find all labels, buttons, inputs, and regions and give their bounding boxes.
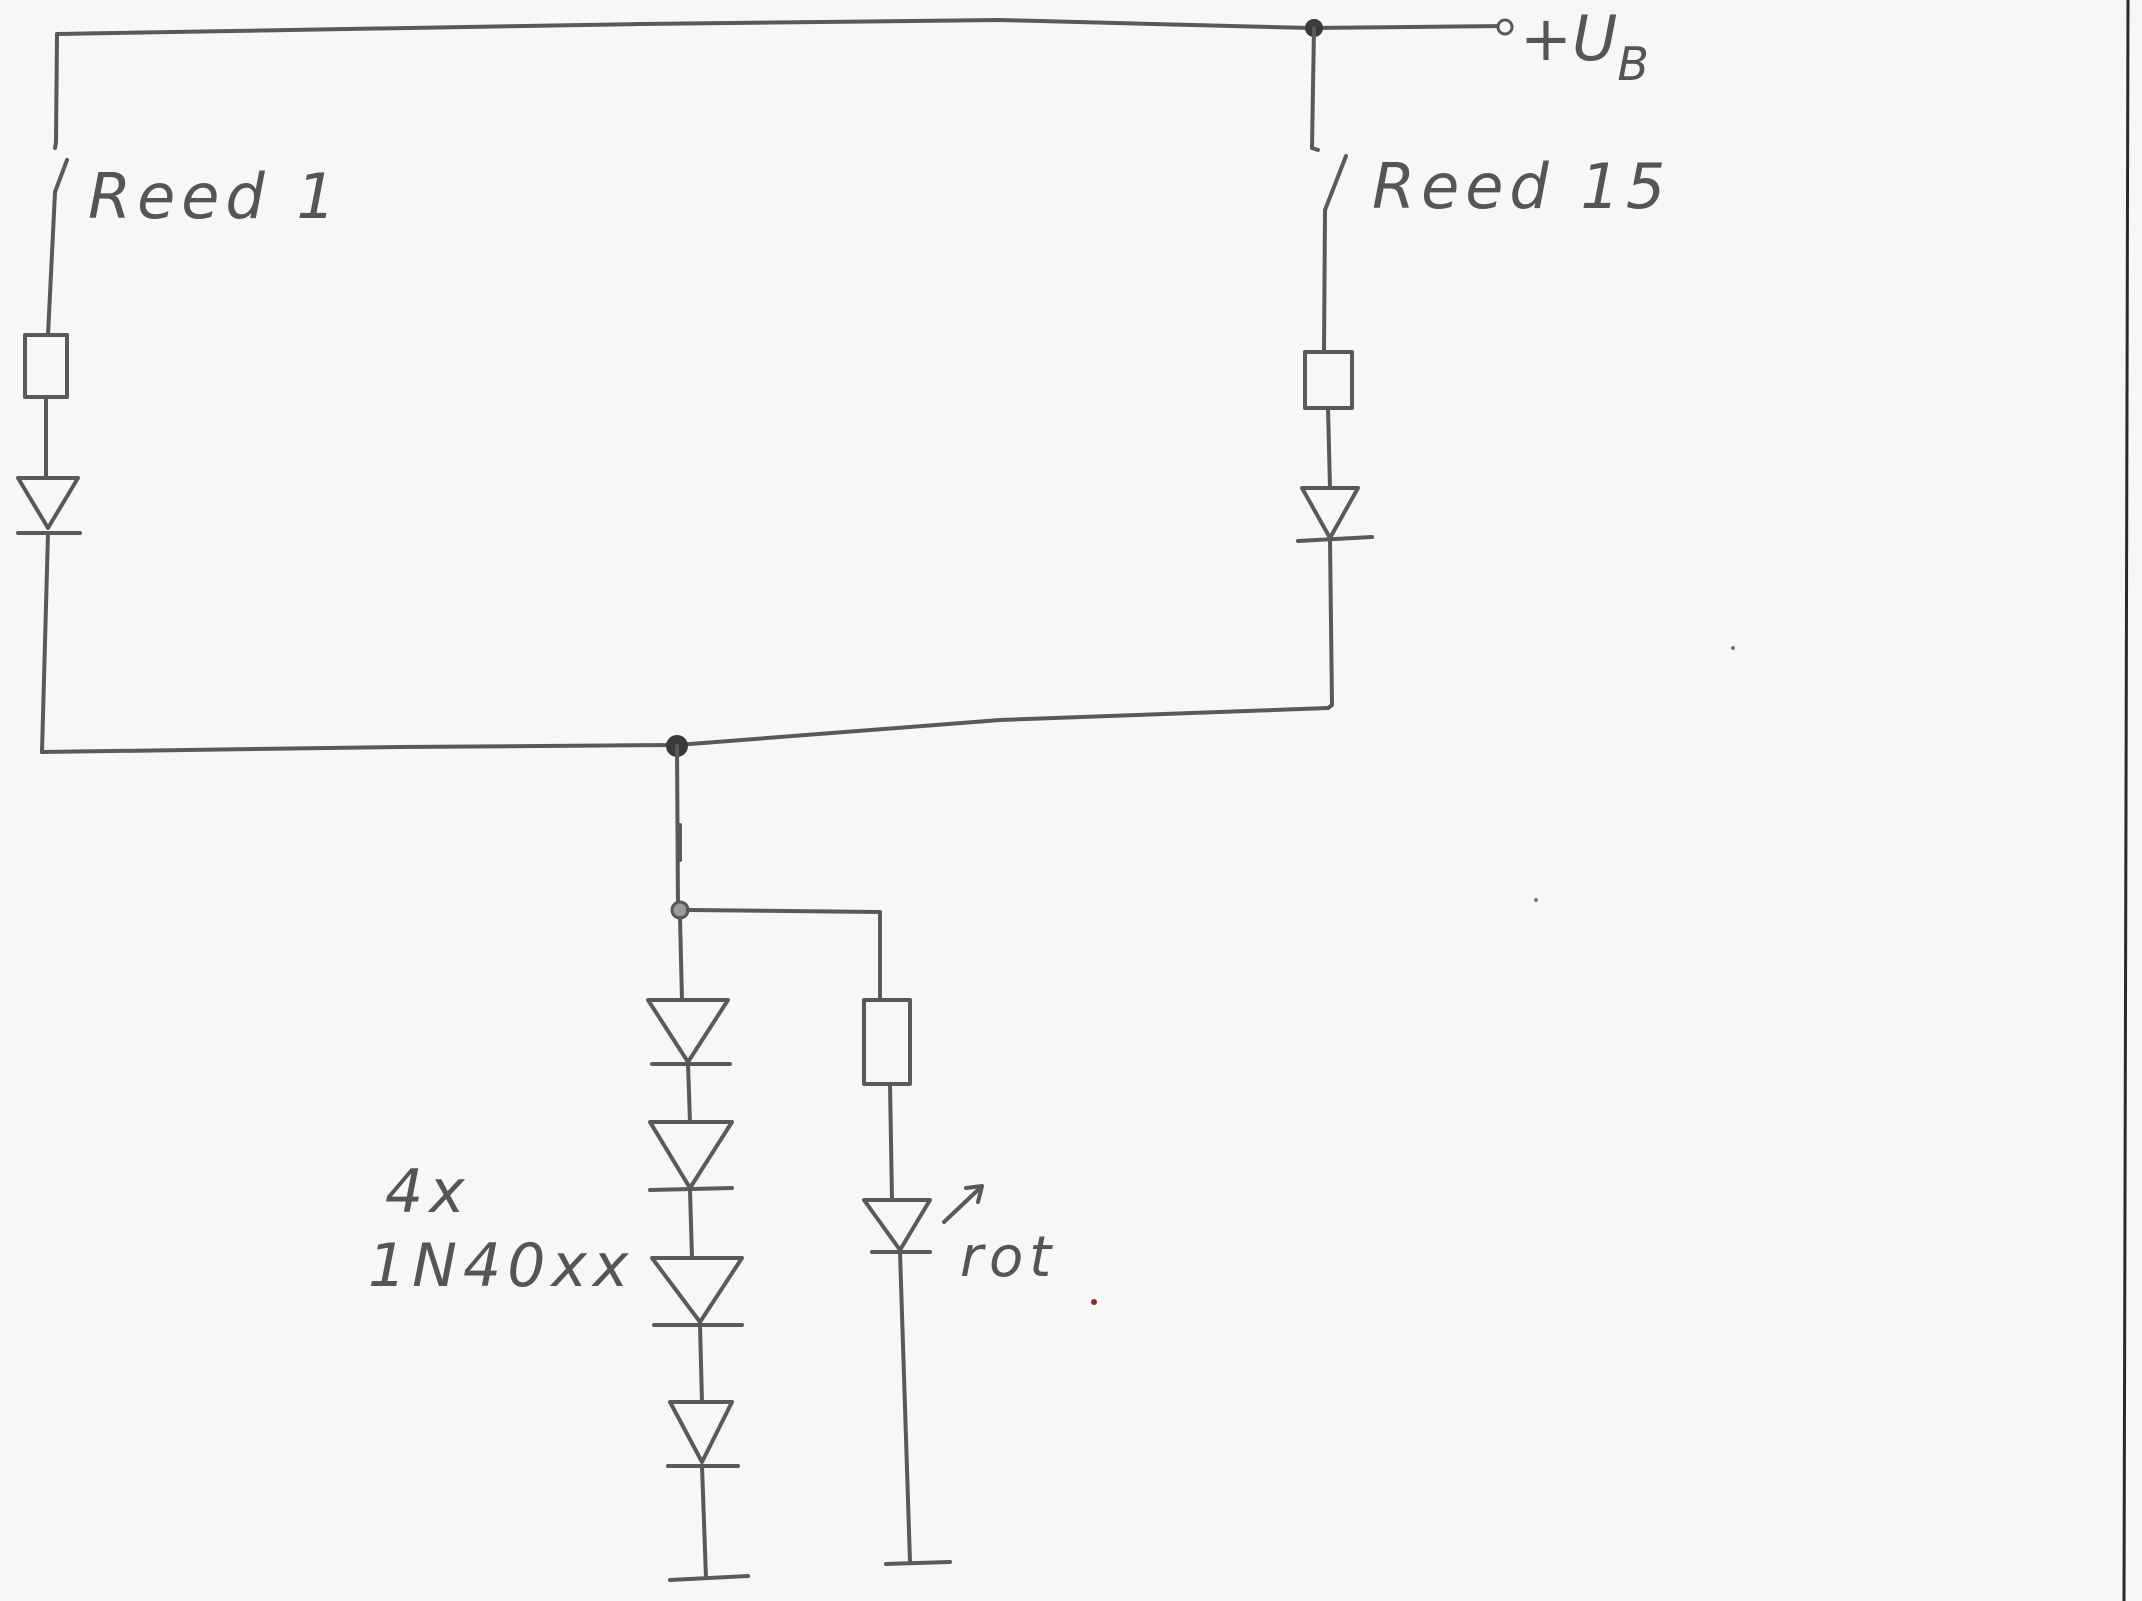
diode-chain-link-3 xyxy=(698,1323,704,1404)
diode-chain-1 xyxy=(646,998,732,1066)
diode-chain-bottom-wire xyxy=(700,1464,708,1580)
diode-chain-3 xyxy=(650,1256,744,1327)
stem-wire xyxy=(675,744,680,912)
paper-edge xyxy=(2122,0,2130,1601)
pencil-speck xyxy=(1091,1299,1097,1305)
led-branch-wire-to-led xyxy=(888,1082,894,1202)
output-node xyxy=(670,900,690,920)
resistor-right xyxy=(1303,350,1354,410)
diode-chain-top-wire xyxy=(678,916,684,1002)
reed-switch-1 xyxy=(53,140,69,194)
diode-count-label: 4x xyxy=(385,1157,471,1227)
diode-left xyxy=(16,476,82,535)
diode-chain-ground-bar xyxy=(668,1574,750,1582)
reed-switch-15 xyxy=(1310,146,1348,212)
reed-1-label: Reed 1 xyxy=(88,160,342,233)
led-color-label: rot xyxy=(960,1225,1057,1290)
diode-right xyxy=(1296,486,1374,543)
left-branch-wire-to-bus xyxy=(40,531,50,754)
diode-chain-link-1 xyxy=(686,1062,692,1124)
pencil-speck xyxy=(1731,646,1735,650)
diode-chain-4 xyxy=(666,1400,740,1468)
supply-rail xyxy=(55,18,1507,36)
led-branch-bottom-wire xyxy=(898,1250,912,1564)
reed-15-label: Reed 15 xyxy=(1372,150,1671,223)
led-ground-bar xyxy=(884,1560,952,1566)
left-branch-wire-to-resistor xyxy=(46,190,57,337)
supply-terminal xyxy=(1496,18,1514,36)
right-branch-wire-to-resistor xyxy=(1322,208,1327,354)
led-emission-arrow xyxy=(942,1184,984,1224)
led-red xyxy=(862,1198,932,1254)
resistor-left xyxy=(23,333,69,399)
supply-label-prefix: +U xyxy=(1520,2,1617,75)
diode-chain-2 xyxy=(648,1120,734,1192)
output-node-to-led-branch xyxy=(686,908,882,1002)
right-branch-top-wire xyxy=(1310,26,1316,150)
pencil-speck xyxy=(1534,898,1538,902)
diode-chain-link-2 xyxy=(688,1188,694,1260)
supply-label: +UB xyxy=(1520,2,1649,91)
supply-label-subscript: B xyxy=(1617,37,1649,91)
left-branch-top-wire xyxy=(54,32,59,144)
right-branch-wire-to-bus xyxy=(1326,539,1334,710)
resistor-led xyxy=(862,998,912,1086)
diode-type-label: 1N40xx xyxy=(368,1231,634,1301)
right-branch-wire-to-diode xyxy=(1326,406,1332,490)
